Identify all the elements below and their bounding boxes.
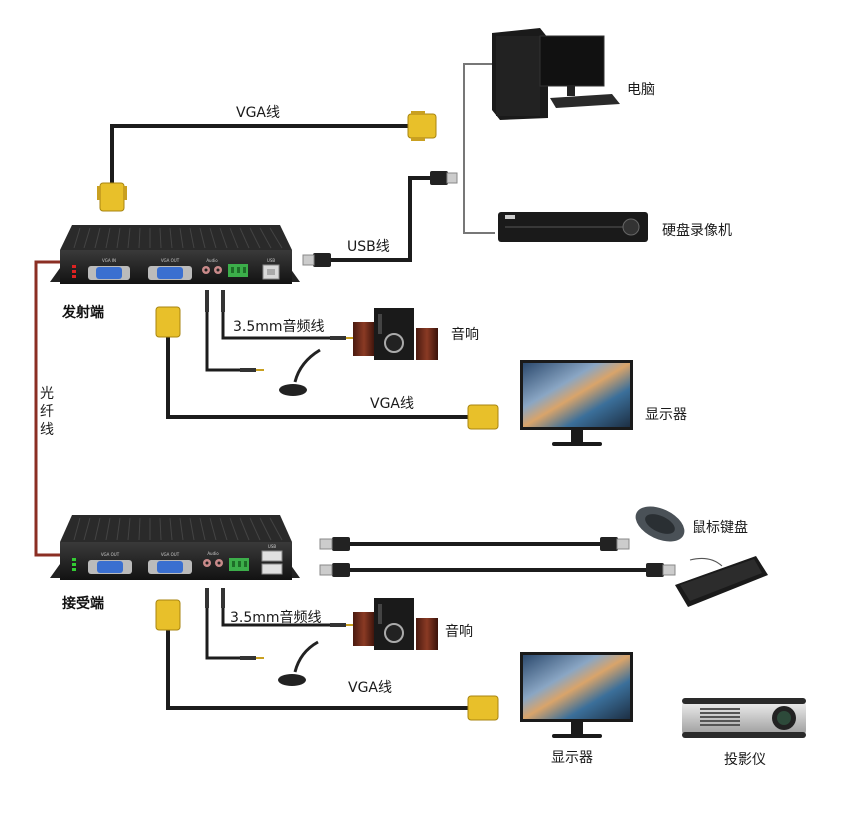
vga-connector-tx-device — [155, 306, 181, 338]
vga-connector-top-left — [97, 182, 127, 212]
fiber-cable — [34, 260, 62, 557]
mouse-keyboard-label: 鼠标键盘 — [692, 519, 748, 536]
vga-out-port-2: VGA OUT — [148, 552, 192, 574]
computer-icon — [492, 28, 620, 120]
usb-plug-rx-2-right — [646, 563, 676, 577]
svg-text:VGA OUT: VGA OUT — [161, 552, 180, 557]
svg-text:VGA OUT: VGA OUT — [101, 552, 120, 557]
svg-text:USB: USB — [268, 544, 276, 549]
mouse-icon — [635, 506, 685, 542]
fiber-label-2: 纤 — [40, 404, 54, 420]
audio-jack-plugs-rx — [205, 588, 354, 660]
monitor-label-tx: 显示器 — [645, 407, 687, 423]
vga-connector-rx-device — [155, 599, 181, 631]
monitor-label-rx: 显示器 — [551, 750, 593, 766]
audio-ports-rx: Audio — [203, 551, 223, 567]
dvr-label: 硬盘录像机 — [662, 222, 732, 239]
microphone-icon-tx — [279, 348, 321, 396]
usb-a-ports: USB — [261, 544, 283, 575]
status-leds-red — [72, 265, 76, 278]
speaker-label-rx: 音响 — [445, 623, 473, 640]
speaker-icon-rx — [353, 598, 438, 650]
vga-cable-tx-monitor — [166, 335, 468, 419]
usb-plug-computer — [430, 171, 458, 185]
receiver-label: 接受端 — [62, 595, 104, 612]
vga-out-port: VGA OUT — [148, 258, 192, 280]
usb-cable — [330, 176, 430, 262]
keyboard-icon — [675, 556, 768, 607]
vga-cable-rx-monitor — [166, 630, 468, 710]
microphone-icon-rx — [278, 640, 319, 686]
usb-plug-rx-1-right — [600, 537, 630, 551]
vga-connector-tx-monitor — [467, 404, 499, 430]
receiver-device: VGA OUT VGA OUT Audio USB — [50, 515, 300, 580]
fiber-label-1: 光 — [40, 386, 54, 402]
rs232-terminal — [228, 264, 248, 277]
svg-text:Audio: Audio — [206, 258, 218, 263]
fiber-label-3: 线 — [40, 422, 54, 438]
projector-label: 投影仪 — [724, 752, 766, 768]
usb-plug-tx — [302, 253, 331, 267]
port-label-vga-in: VGA IN — [102, 258, 116, 263]
audio-cable-tx-2 — [205, 310, 240, 372]
transmitter-device: VGA IN VGA OUT Audio USB — [50, 225, 300, 284]
audio-jack-plugs-tx — [205, 290, 354, 372]
speaker-icon-tx — [353, 308, 438, 360]
monitor-icon-rx — [520, 652, 633, 738]
vga-connector-rx-monitor — [467, 695, 499, 721]
port-label-vga-out: VGA OUT — [161, 258, 180, 263]
cable-label-audio-tx: 3.5mm音频线 — [233, 318, 325, 335]
audio-ports: Audio — [202, 258, 222, 274]
status-leds-green — [72, 558, 76, 571]
audio-cable-rx-1 — [221, 605, 330, 627]
vga-connector-top-right — [407, 111, 437, 141]
dvr-icon — [498, 212, 648, 242]
monitor-icon-tx — [520, 360, 633, 446]
vga-cable-top — [110, 124, 408, 185]
vga-out-port-1: VGA OUT — [88, 552, 132, 574]
speaker-label-tx: 音响 — [451, 326, 479, 343]
vga-in-port: VGA IN — [88, 258, 130, 280]
rs232-terminal-rx — [229, 558, 249, 571]
cable-label-vga-tx: VGA线 — [370, 396, 414, 412]
cable-label-vga-top: VGA线 — [236, 105, 280, 121]
computer-dvr-line — [463, 63, 495, 234]
cable-label-vga-rx: VGA线 — [348, 680, 392, 696]
cable-label-audio-rx: 3.5mm音频线 — [230, 609, 322, 626]
svg-text:Audio: Audio — [207, 551, 219, 556]
cable-label-usb: USB线 — [347, 239, 390, 255]
audio-cable-rx-2 — [205, 605, 240, 660]
usb-plug-rx-2-left — [319, 563, 350, 577]
usb-b-port: USB — [262, 258, 280, 280]
computer-label: 电脑 — [627, 82, 655, 98]
audio-cable-tx-1 — [221, 310, 330, 340]
projector-icon — [682, 698, 806, 738]
svg-text:USB: USB — [267, 258, 275, 263]
transmitter-label: 发射端 — [61, 304, 104, 321]
usb-plug-rx-1-left — [319, 537, 350, 551]
